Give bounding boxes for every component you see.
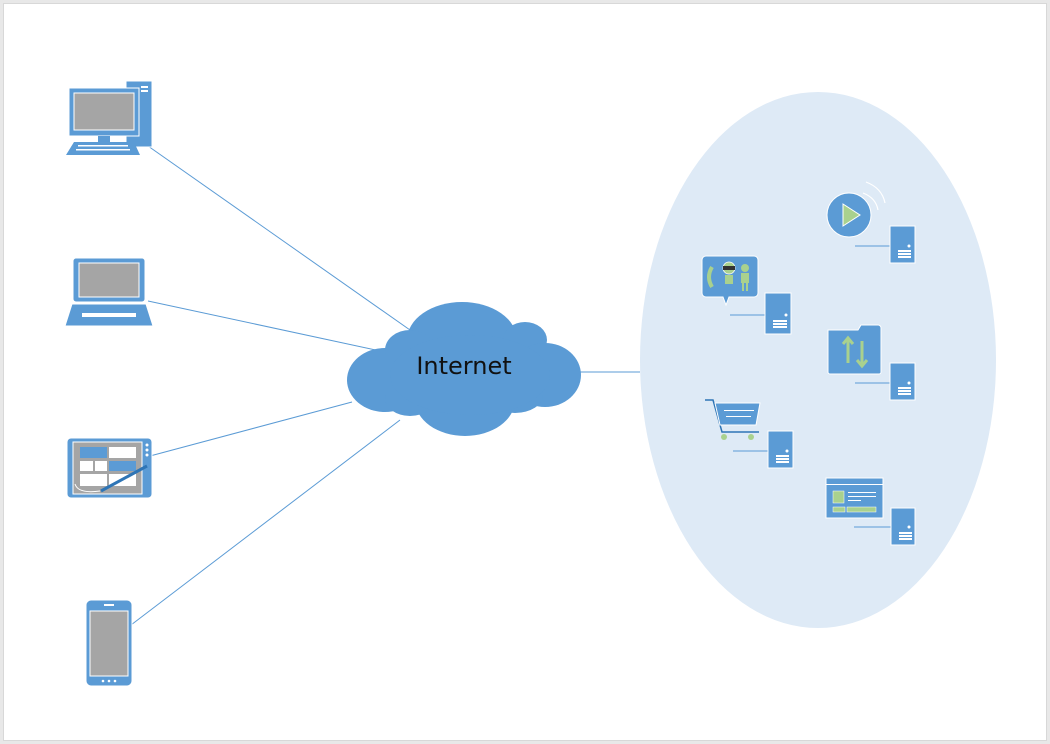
laptop-icon[interactable] [64,257,154,327]
server-icon [889,362,916,401]
server-icon [890,507,916,546]
play-icon[interactable] [826,181,886,238]
cloud-services-ellipse [640,92,996,628]
shopping-cart-icon[interactable] [705,399,761,440]
server-icon [767,430,794,469]
web-page-icon[interactable] [825,477,884,519]
desktop-icon[interactable] [66,80,153,155]
tablet-icon[interactable] [66,437,153,499]
folder-transfer-icon[interactable] [827,324,882,375]
server-icon [764,292,792,335]
connector-laptop [147,300,386,353]
internet-cloud [347,302,581,436]
video-call-icon[interactable] [701,255,759,307]
internet-label: Internet [416,352,512,380]
smartphone-icon[interactable] [85,599,133,687]
server-icon [889,225,916,264]
connector-smartphone [130,419,401,626]
connector-tablet [149,401,353,457]
connector-desktop [147,145,411,331]
